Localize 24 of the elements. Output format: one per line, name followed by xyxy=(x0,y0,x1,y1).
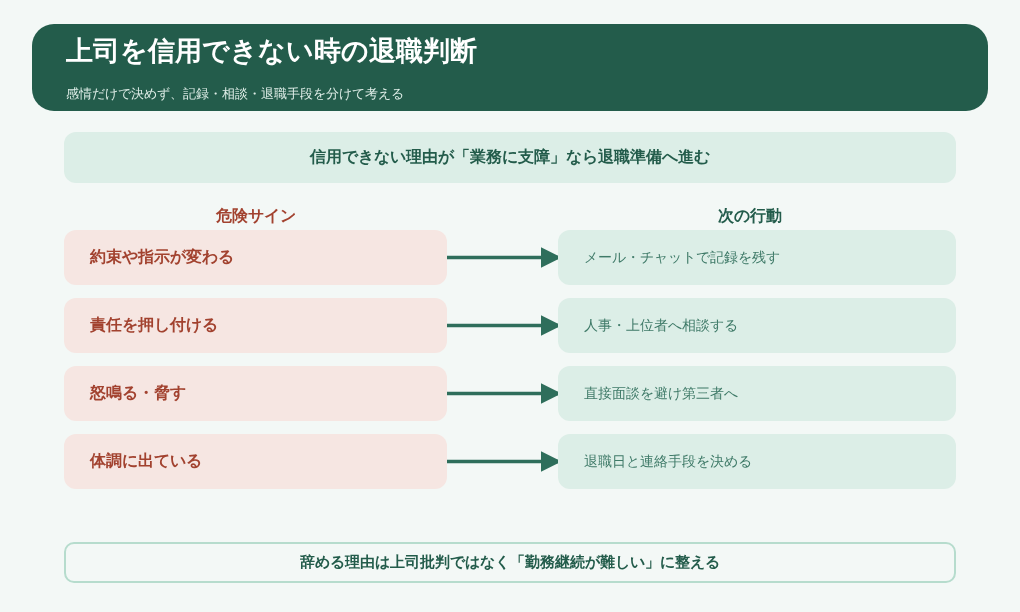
box-text: 怒鳴る・脅す xyxy=(90,383,186,404)
action-box xyxy=(558,298,956,353)
box-text: 退職日と連絡手段を決める xyxy=(584,452,752,471)
warning-sign-box xyxy=(64,298,447,353)
title-text: 上司を信用できない時の退職判断 xyxy=(66,33,477,68)
box-text: メール・チャットで記録を残す xyxy=(584,248,780,267)
column-heading: 危険サイン xyxy=(215,206,297,227)
action-box xyxy=(558,434,956,489)
warning-sign-box xyxy=(64,434,447,489)
action-box xyxy=(558,230,956,285)
warning-sign-box xyxy=(64,230,447,285)
box-text: 責任を押し付ける xyxy=(90,315,218,336)
box-text: 人事・上位者へ相談する xyxy=(584,316,738,335)
column-heading: 次の行動 xyxy=(717,206,783,227)
box-text: 約束や指示が変わる xyxy=(90,247,234,268)
warning-sign-box xyxy=(64,366,447,421)
note-box xyxy=(64,542,956,583)
action-box xyxy=(558,366,956,421)
box-text: 直接面談を避け第三者へ xyxy=(584,384,738,403)
box-text: 体調に出ている xyxy=(90,451,202,472)
header-banner xyxy=(32,24,988,111)
subtitle-text: 感情だけで決めず、記録・相談・退職手段を分けて考える xyxy=(66,84,404,103)
box-text: 信用できない理由が「業務に支障」なら退職準備へ進む xyxy=(310,147,710,168)
box-text: 辞める理由は上司批判ではなく「勤務継続が難しい」に整える xyxy=(300,553,720,572)
